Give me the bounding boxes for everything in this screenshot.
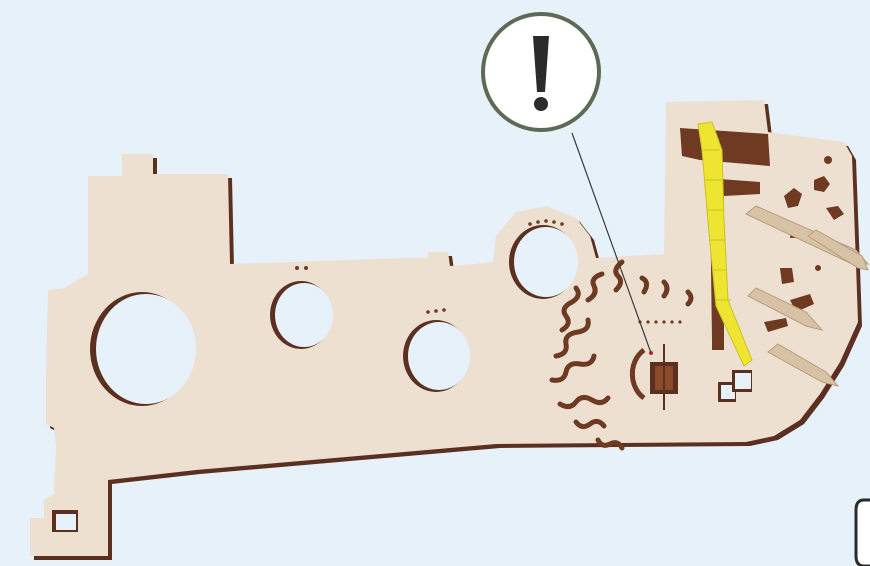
rounded-frame-corner xyxy=(856,500,870,566)
hole-3 xyxy=(408,322,470,390)
hole-2 xyxy=(275,283,333,347)
hole-4 xyxy=(514,227,578,297)
large-hole xyxy=(96,294,196,404)
slot-window-inner xyxy=(56,514,76,530)
